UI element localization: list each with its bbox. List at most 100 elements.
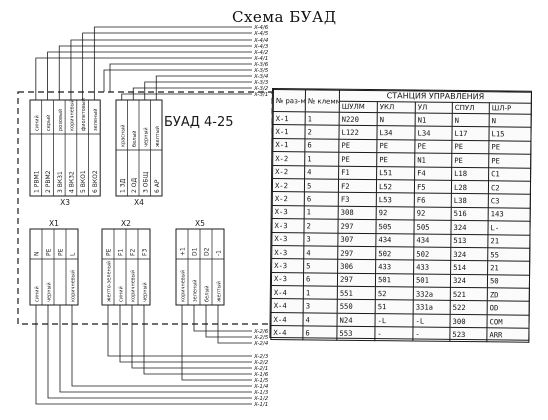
table-cell: 514 [450, 260, 488, 275]
table-cell: -L [375, 313, 414, 328]
table-cell: -L [413, 313, 451, 328]
table-cell: PE [376, 139, 415, 154]
diagram-title: Схема БУАД [232, 8, 337, 26]
table-cell: 2 [304, 125, 340, 139]
pin-label: 6 АР [154, 179, 161, 193]
table-cell: 6 [304, 138, 339, 153]
wire-color-label: желтый [216, 281, 223, 302]
table-cell: F5 [414, 179, 452, 194]
col-header-raz: № раз-ма [273, 89, 306, 112]
table-cell: 1 [305, 111, 340, 126]
table-cell: L34 [376, 125, 416, 140]
col-header-spul: СПУЛ [452, 102, 490, 114]
wire-color-label: синий [118, 286, 125, 302]
terminal-label: X-4/3 [253, 44, 269, 50]
col-header-ukl: УКЛ [377, 101, 416, 114]
terminal-label: X-2/3 [253, 354, 269, 360]
pin-label: F2 [130, 249, 137, 256]
terminal-label: X-4/2 [253, 50, 269, 56]
wire-color-label: синий [33, 115, 40, 131]
table-cell: X-4 [271, 285, 304, 300]
wire-line [119, 305, 252, 363]
wire-color-label: фиолетовый [80, 98, 87, 131]
col-header-klemma: № клеммы [305, 89, 340, 113]
table-cell: 434 [413, 233, 451, 248]
col-header-shulm: ШУЛМ [339, 101, 378, 113]
table-cell: 332a [413, 287, 451, 301]
table-cell: 3 [303, 232, 338, 247]
pin-label: 5 ВКО1 [80, 170, 87, 193]
pin-label: PE [58, 248, 65, 256]
wire-color-label: коричневый [70, 270, 77, 302]
pin-label: N [34, 252, 41, 257]
pin-label: 3 ВК31 [57, 171, 64, 193]
wire-line [205, 305, 252, 338]
terminal-label: X-1/2 [253, 396, 269, 402]
wire-line [71, 305, 252, 387]
table-cell: 324 [450, 220, 489, 235]
table-cell: L17 [451, 126, 490, 141]
terminal-label: X-1/5 [253, 378, 269, 384]
wire-line [70, 39, 252, 100]
table-cell: N220 [339, 112, 378, 126]
wire-color-label: зеленый [92, 109, 99, 131]
table-cell: 434 [375, 233, 414, 247]
table-cell: 297 [337, 246, 376, 260]
table-cell: F6 [414, 193, 452, 208]
terminal-label: X-3/5 [253, 68, 269, 74]
wire-color-label: зеленый [192, 280, 199, 302]
table-cell: 306 [337, 259, 376, 274]
wire-color-label: синий [34, 286, 41, 302]
pin-label: D1 [192, 247, 199, 256]
wire-color-label: красный [119, 125, 126, 147]
table-cell: N [489, 113, 532, 128]
table-cell: C2 [488, 180, 531, 195]
table-cell: PE [451, 153, 489, 168]
table-cell: PE [488, 153, 531, 168]
pin-label: D2 [204, 247, 211, 256]
terminal-label: X-4/1 [253, 56, 268, 62]
wire-color-label: коричневый [180, 270, 187, 302]
terminal-label: X-3/4 [253, 74, 269, 80]
terminal-label: X-3/6 [253, 62, 269, 68]
pin-label: 3 ОБЩ [142, 171, 149, 193]
table-cell: 55 [487, 247, 530, 262]
wire-line [107, 305, 252, 357]
table-cell: 92 [376, 206, 415, 221]
table-cell: X-3 [271, 258, 304, 273]
block-name: X1 [49, 219, 59, 228]
table-cell: C3 [488, 194, 531, 208]
terminal-label: X-2/6 [253, 329, 269, 335]
table-cell: L28 [451, 180, 489, 195]
table-cell: 21 [487, 261, 530, 275]
table-cell: X-3 [271, 272, 304, 286]
table-cell: L52 [376, 179, 415, 194]
table-cell: 505 [413, 220, 452, 234]
table-cell: 433 [413, 260, 451, 275]
table-cell: X-1 [272, 138, 305, 153]
table-cell: 143 [488, 207, 531, 222]
terminal-label: X-3/1 [253, 92, 268, 98]
pin-label: F1 [118, 249, 125, 256]
table-cell: 516 [451, 207, 489, 221]
table-cell: 5 [303, 259, 338, 273]
pin-label: 2 ОД [131, 178, 138, 193]
table-cell: N [452, 113, 490, 128]
terminal-label: X-3/2 [253, 86, 269, 92]
table-cell: X-1 [272, 124, 306, 139]
wire-line [47, 51, 252, 100]
table-cell: 21 [487, 234, 531, 249]
table-cell: ZD [487, 287, 530, 302]
wire-line [35, 57, 252, 100]
terminal-label: X-3/3 [253, 80, 269, 86]
wire-color-label: серый [45, 115, 52, 131]
table-cell: X-2 [272, 151, 305, 166]
wire-line [181, 305, 252, 381]
table-cell: C1 [488, 167, 531, 182]
table-cell: 501 [413, 273, 451, 288]
table-cell: X-2 [272, 191, 305, 206]
wire-line [58, 45, 252, 100]
